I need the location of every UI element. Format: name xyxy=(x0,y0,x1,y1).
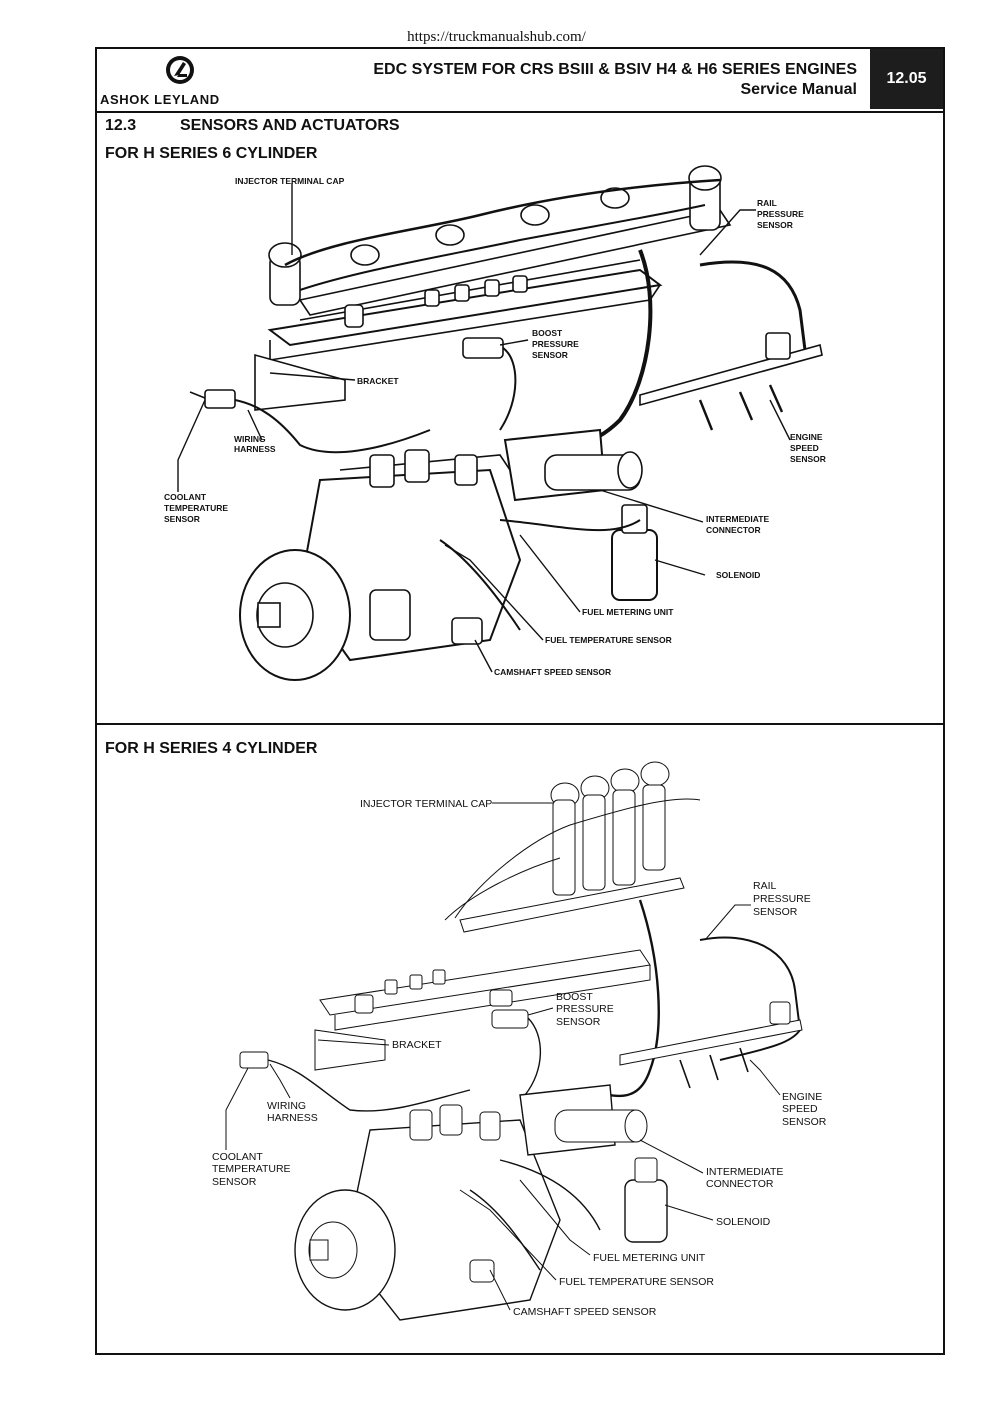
label4-camshaft-speed-sensor: CAMSHAFT SPEED SENSOR xyxy=(513,1306,657,1318)
label-intermediate-line2: CONNECTOR xyxy=(706,525,761,535)
label-wiring-line2: HARNESS xyxy=(234,444,276,454)
brand-name: ASHOK LEYLAND xyxy=(100,92,220,107)
four-cylinder-labels: INJECTOR TERMINAL CAP RAIL PRESSURE SENS… xyxy=(212,798,827,1318)
label-rail-pressure-line2: PRESSURE xyxy=(757,209,804,219)
label4-solenoid: SOLENOID xyxy=(716,1216,771,1228)
six-cylinder-labels: INJECTOR TERMINAL CAP RAIL PRESSURE SENS… xyxy=(164,176,826,677)
label4-rail-pressure-line2: PRESSURE xyxy=(753,893,811,905)
label-engine-speed-line2: SPEED xyxy=(790,443,819,453)
label-coolant-line3: SENSOR xyxy=(164,514,200,524)
label-coolant-line2: TEMPERATURE xyxy=(164,503,228,513)
page-frame: ASHOK LEYLAND EDC SYSTEM FOR CRS BSIII &… xyxy=(95,47,945,1355)
label4-wiring-line1: WIRING xyxy=(267,1100,306,1112)
six-cylinder-heading: FOR H SERIES 6 CYLINDER xyxy=(105,145,318,162)
label-bracket: BRACKET xyxy=(357,376,399,386)
label4-injector-terminal-cap: INJECTOR TERMINAL CAP xyxy=(360,798,492,810)
section-number: 12.3 xyxy=(105,117,137,134)
label4-fuel-temperature-sensor: FUEL TEMPERATURE SENSOR xyxy=(559,1276,714,1288)
label4-boost-line1: BOOST xyxy=(556,991,593,1003)
header-title-block: EDC SYSTEM FOR CRS BSIII & BSIV H4 & H6 … xyxy=(373,60,857,100)
label-engine-speed-line3: SENSOR xyxy=(790,454,826,464)
label-rail-pressure-line3: SENSOR xyxy=(757,220,793,230)
label-boost-line3: SENSOR xyxy=(532,350,568,360)
label-rail-pressure-line1: RAIL xyxy=(757,198,777,208)
page-number-badge: 12.05 xyxy=(870,49,943,109)
label-injector-terminal-cap: INJECTOR TERMINAL CAP xyxy=(235,176,345,186)
label-wiring-line1: WIRING xyxy=(234,434,266,444)
label4-fuel-metering-unit: FUEL METERING UNIT xyxy=(593,1252,706,1264)
label-camshaft-speed-sensor: CAMSHAFT SPEED SENSOR xyxy=(494,667,611,677)
section-title: SENSORS AND ACTUATORS xyxy=(180,117,400,134)
section-divider xyxy=(97,723,943,725)
brand-logo: ASHOK LEYLAND xyxy=(97,49,262,109)
header-subtitle: Service Manual xyxy=(740,81,858,98)
label4-engine-speed-line2: SPEED xyxy=(782,1103,818,1115)
page-header: ASHOK LEYLAND EDC SYSTEM FOR CRS BSIII &… xyxy=(97,49,943,113)
label-fuel-temperature-sensor: FUEL TEMPERATURE SENSOR xyxy=(545,635,672,645)
header-title: EDC SYSTEM FOR CRS BSIII & BSIV H4 & H6 … xyxy=(373,61,857,78)
label4-boost-line3: SENSOR xyxy=(556,1016,601,1028)
four-cylinder-heading: FOR H SERIES 4 CYLINDER xyxy=(105,740,318,757)
label-fuel-metering-unit: FUEL METERING UNIT xyxy=(582,607,674,617)
label-coolant-line1: COOLANT xyxy=(164,492,207,502)
label4-wiring-line2: HARNESS xyxy=(267,1112,318,1124)
label-intermediate-line1: INTERMEDIATE xyxy=(706,514,769,524)
label4-rail-pressure-line3: SENSOR xyxy=(753,906,798,918)
label4-intermediate-line1: INTERMEDIATE xyxy=(706,1166,783,1178)
label4-engine-speed-line3: SENSOR xyxy=(782,1116,827,1128)
label4-rail-pressure-line1: RAIL xyxy=(753,880,777,892)
label4-intermediate-line2: CONNECTOR xyxy=(706,1178,774,1190)
label4-boost-line2: PRESSURE xyxy=(556,1003,614,1015)
label-boost-line1: BOOST xyxy=(532,328,563,338)
label4-coolant-line2: TEMPERATURE xyxy=(212,1163,291,1175)
six-cylinder-leader-lines xyxy=(177,183,791,673)
source-url[interactable]: https://truckmanualshub.com/ xyxy=(407,29,586,45)
four-cylinder-leader-lines xyxy=(225,802,781,1311)
ashok-leyland-emblem-icon xyxy=(166,56,194,84)
label4-engine-speed-line1: ENGINE xyxy=(782,1091,822,1103)
label-engine-speed-line1: ENGINE xyxy=(790,432,823,442)
four-cylinder-engine-drawing xyxy=(239,761,803,1321)
label-boost-line2: PRESSURE xyxy=(532,339,579,349)
label4-bracket: BRACKET xyxy=(392,1039,442,1051)
label4-coolant-line1: COOLANT xyxy=(212,1151,263,1163)
label-solenoid: SOLENOID xyxy=(716,570,760,580)
label4-coolant-line3: SENSOR xyxy=(212,1176,257,1188)
